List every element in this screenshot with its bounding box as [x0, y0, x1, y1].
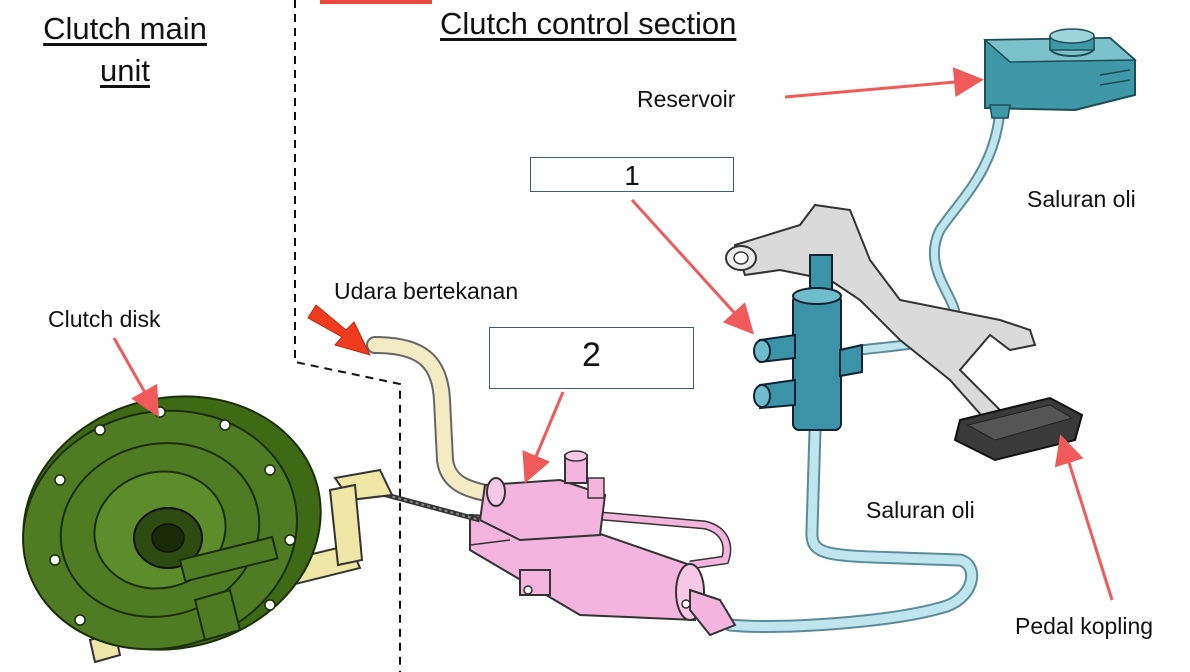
- arrow-box1: [630, 198, 755, 335]
- arrow-box2: [522, 391, 565, 484]
- heading-control-section: Clutch control section: [440, 6, 737, 41]
- clutch-pedal-assembly: [725, 203, 1084, 462]
- label-compressed-air: Udara bertekanan: [334, 278, 519, 304]
- master-cylinder: [753, 254, 863, 431]
- compressed-air-arrow: [307, 304, 371, 356]
- answer-box-2[interactable]: 2: [489, 327, 694, 389]
- arrow-reservoir: [784, 67, 984, 99]
- label-clutch-disk: Clutch disk: [48, 306, 161, 332]
- heading-main-unit-line1: Clutch main: [43, 11, 207, 46]
- label-clutch-pedal: Pedal kopling: [1015, 613, 1154, 639]
- clutch-booster: [469, 450, 737, 637]
- arrow-clutch-pedal: [1054, 434, 1114, 601]
- clutch-disk-assembly: [22, 395, 322, 651]
- heading-main-unit-line2: unit: [100, 53, 150, 88]
- label-reservoir: Reservoir: [637, 86, 736, 112]
- reservoir-tank: [983, 28, 1137, 119]
- label-oil-line-upper: Saluran oli: [1027, 186, 1136, 212]
- pointer-arrows: [112, 67, 1114, 601]
- push-rod: [333, 468, 481, 523]
- heading-main-unit: Clutch main unit: [20, 8, 230, 92]
- red-tab-mark: [320, 0, 432, 4]
- answer-box-1[interactable]: 1: [530, 157, 734, 192]
- arrow-clutch-disk: [112, 337, 159, 418]
- label-oil-line-lower: Saluran oli: [866, 497, 975, 523]
- compressed-air-line: [366, 336, 504, 504]
